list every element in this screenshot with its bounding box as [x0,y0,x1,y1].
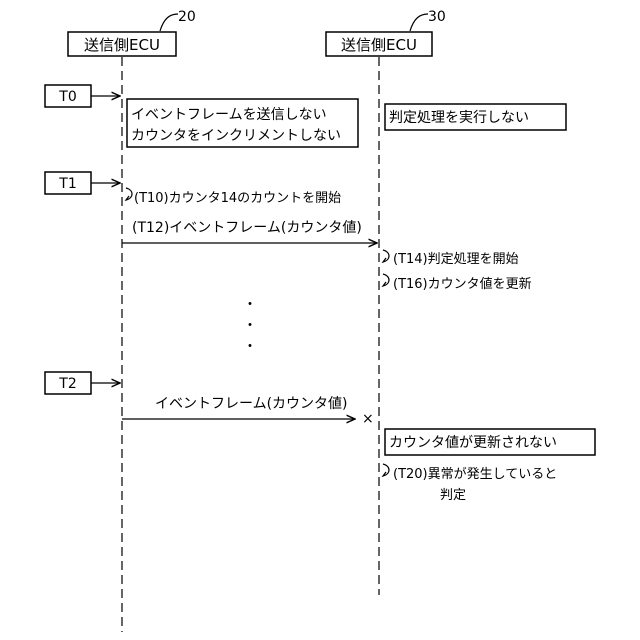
lost-event-frame: イベントフレーム(カウンタ値) × [122,396,374,427]
svg-text:T1: T1 [58,176,76,192]
step-t16: (T16)カウンタ値を更新 [383,274,532,292]
dot-2: ・ [243,318,257,334]
receiver-ref-callout: 30 [410,9,446,31]
svg-text:カウンタをインクリメントしない: カウンタをインクリメントしない [131,128,341,144]
svg-text:(T16)カウンタ値を更新: (T16)カウンタ値を更新 [393,276,532,292]
svg-text:T0: T0 [58,89,76,105]
receiver-ecu-header: 送信側ECU [326,32,432,56]
time-marker-t1: T1 [45,172,120,194]
step-t14: (T14)判定処理を開始 [383,250,519,267]
svg-text:(T20)異常が発生していると: (T20)異常が発生していると [393,467,557,482]
receiver-ref-number: 30 [428,9,446,25]
svg-text:(T10)カウンタ14のカウントを開始: (T10)カウンタ14のカウントを開始 [134,191,341,206]
svg-text:判定処理を実行しない: 判定処理を実行しない [389,110,529,126]
t0-receiver-note: 判定処理を実行しない [385,104,566,130]
svg-text:T2: T2 [58,376,76,392]
time-marker-t2: T2 [45,372,120,394]
sender-ref-callout: 20 [160,9,196,31]
svg-text:カウンタ値が更新されない: カウンタ値が更新されない [389,435,557,451]
step-t20: (T20)異常が発生していると 判定 [383,464,557,503]
receiver-ecu-label: 送信側ECU [341,36,417,54]
sender-ecu-label: 送信側ECU [84,36,160,54]
message-t12: (T12)イベントフレーム(カウンタ値) [122,220,377,243]
svg-text:判定: 判定 [440,488,466,503]
lost-frame-x-mark: × [362,411,374,427]
t2-receiver-note: カウンタ値が更新されない [385,429,595,455]
svg-text:イベントフレーム(カウンタ値): イベントフレーム(カウンタ値) [155,396,348,412]
continuation-dots: ・ ・ ・ [243,297,257,355]
svg-text:(T14)判定処理を開始: (T14)判定処理を開始 [393,252,519,267]
sender-ref-number: 20 [178,9,196,25]
sender-ecu-header: 送信側ECU [68,32,176,56]
step-t10: (T10)カウンタ14のカウントを開始 [126,188,341,206]
dot-1: ・ [243,297,257,313]
svg-text:イベントフレームを送信しない: イベントフレームを送信しない [131,107,327,123]
svg-text:(T12)イベントフレーム(カウンタ値): (T12)イベントフレーム(カウンタ値) [132,220,362,236]
time-marker-t0: T0 [45,85,120,107]
dot-3: ・ [243,339,257,355]
t0-sender-note: イベントフレームを送信しない カウンタをインクリメントしない [127,99,358,147]
